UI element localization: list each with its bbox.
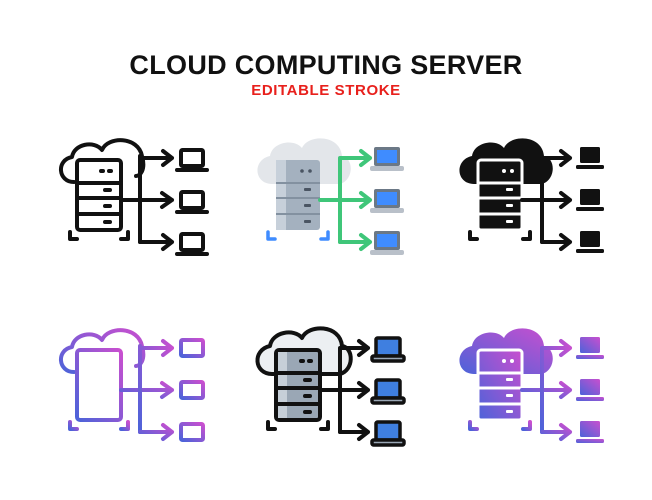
cloud-server-line-icon (50, 130, 210, 260)
page-subtitle: EDITABLE STROKE (251, 82, 401, 99)
icon-gradient-glyph-svg (459, 328, 604, 443)
cloud-shape (59, 138, 146, 184)
server-shape (476, 158, 524, 232)
cloud-server-gradient-line-icon (50, 320, 210, 450)
server-shape (476, 348, 524, 422)
icon-line-svg (59, 138, 209, 256)
icon-gradient-line-svg (59, 328, 209, 446)
cloud-server-glyph-icon (452, 130, 612, 260)
server-shape (75, 158, 123, 232)
icon-glyph-svg (459, 138, 604, 253)
server-shape (75, 348, 123, 422)
cloud-server-filled-line-icon (250, 320, 410, 450)
cloud-server-flat-icon (250, 130, 410, 260)
server-shape (276, 160, 320, 230)
page-title: CLOUD COMPUTING SERVER (129, 50, 523, 80)
icon-filled-line-svg (255, 326, 406, 447)
cloud-shape (59, 328, 146, 374)
icon-flat-svg (257, 138, 404, 255)
cloud-server-gradient-glyph-icon (452, 320, 612, 450)
